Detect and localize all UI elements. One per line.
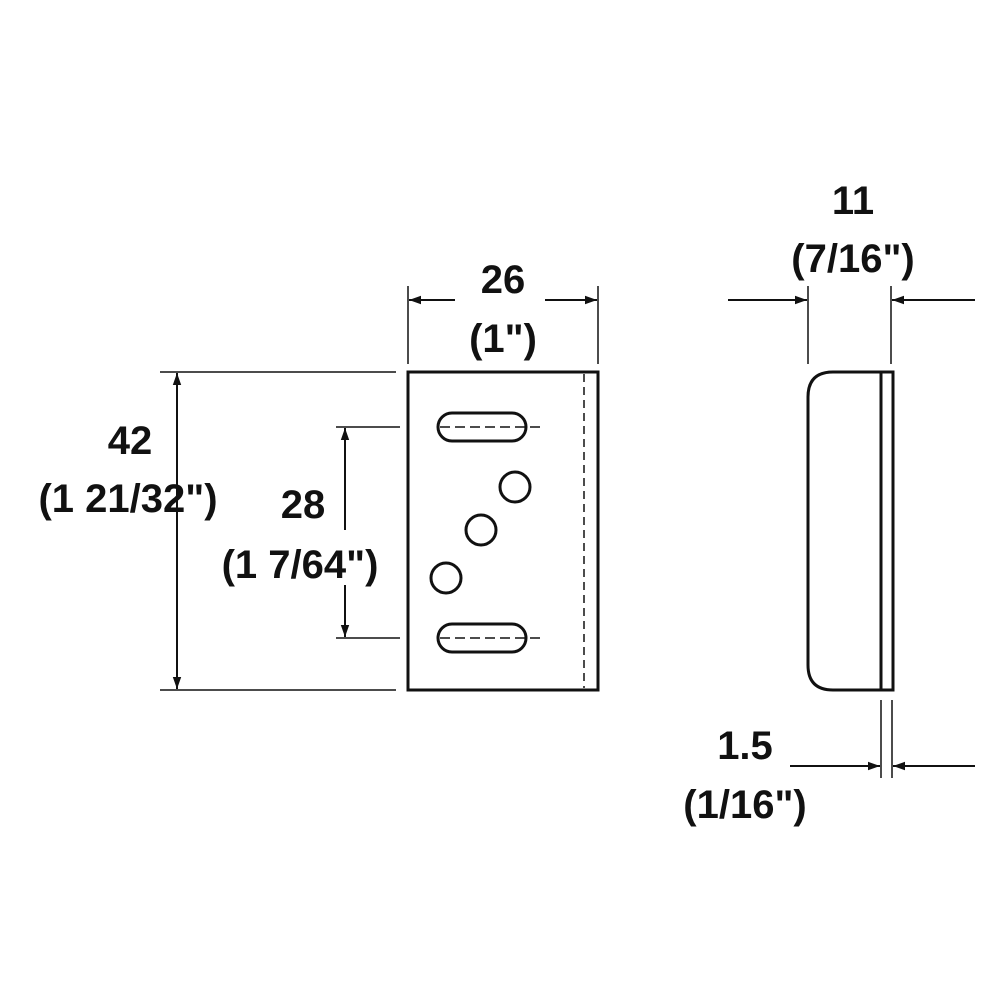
width-inch: (1") [469,317,537,361]
lip-mm: 1.5 [717,724,773,768]
hole [498,470,532,504]
hole [429,561,463,595]
depth-inch: (7/16") [791,237,914,281]
depth-mm: 11 [832,179,874,223]
slot-spacing-mm: 28 [281,483,326,527]
width-mm: 26 [481,258,526,302]
lip-inch: (1/16") [683,783,806,827]
side-view-profile [806,370,895,692]
width-dimension: 26 (1") [407,258,599,364]
slot-spacing-inch: (1 7/64") [222,543,379,587]
top-slot [436,411,528,443]
slot-spacing-dimension: 28 (1 7/64") [222,426,400,639]
height-inch: (1 21/32") [38,477,217,521]
bottom-slot [436,622,528,654]
hole [464,513,498,547]
depth-dimension: 11 (7/16") [728,179,975,364]
lip-dimension: 1.5 (1/16") [683,700,975,827]
height-mm: 42 [108,419,153,463]
height-dimension: 42 (1 21/32") [38,371,396,691]
front-view-plate [406,370,600,692]
